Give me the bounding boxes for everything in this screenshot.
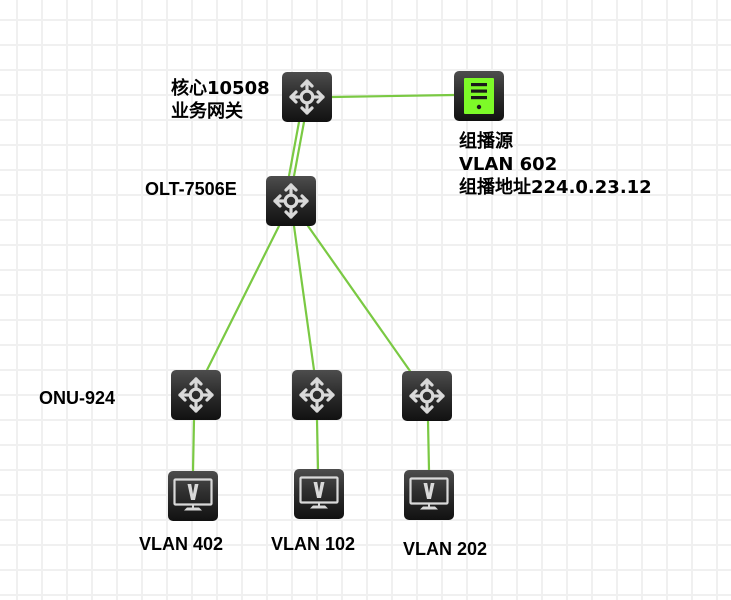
link-onu2-to-vm2[interactable] <box>315 418 320 471</box>
core-switch-node[interactable] <box>282 72 332 122</box>
core-switch-label: 核心10508 业务网关 <box>171 77 270 123</box>
multicast-source-label-name: 组播源 <box>459 131 513 152</box>
link-core-to-multicast-source[interactable] <box>330 93 456 99</box>
four-way-arrows-switch-icon <box>299 377 335 413</box>
vm3-label-line-1: VLAN 202 <box>403 539 488 559</box>
four-way-arrows-switch-icon <box>178 377 214 413</box>
multicast-source-label-address: 组播地址224.0.23.12 <box>459 177 652 198</box>
vm2-label-line-1: VLAN 102 <box>271 534 356 554</box>
link-olt-to-onu2[interactable] <box>292 224 316 372</box>
four-way-arrows-switch-icon <box>273 183 309 219</box>
link-olt-to-onu1[interactable] <box>205 224 281 372</box>
multicast-source-label: 组播源 VLAN 602 组播地址224.0.23.12 <box>459 130 652 199</box>
onu1-label-line-1: ONU-924 <box>39 388 116 408</box>
multicast-source-label-vlan: VLAN 602 <box>459 154 558 175</box>
olt-switch-node[interactable] <box>266 176 316 226</box>
monitor-v-icon <box>409 477 449 510</box>
onu1-switch-node[interactable] <box>171 370 221 420</box>
vm1-node[interactable] <box>168 471 218 521</box>
olt-label-line-1: OLT-7506E <box>145 179 237 199</box>
link-core-to-olt-a[interactable] <box>292 120 306 178</box>
core-switch-label-line-2: 业务网关 <box>171 101 243 122</box>
monitor-v-icon <box>299 476 339 509</box>
link-core-to-olt-b[interactable] <box>287 120 301 178</box>
vm1-label: VLAN 402 <box>139 533 223 556</box>
olt-label: OLT-7506E <box>145 178 237 201</box>
onu3-switch-node[interactable] <box>402 371 452 421</box>
vm1-label-line-1: VLAN 402 <box>139 534 224 554</box>
vm3-label: VLAN 202 <box>403 538 487 561</box>
multicast-source-server-node[interactable] <box>454 71 504 121</box>
link-olt-to-onu3[interactable] <box>306 224 412 373</box>
link-onu1-to-vm1[interactable] <box>191 418 196 473</box>
core-switch-label-line-1: 核心10508 <box>171 78 270 99</box>
four-way-arrows-switch-icon <box>409 378 445 414</box>
monitor-v-icon <box>173 478 213 511</box>
vm2-label: VLAN 102 <box>271 533 355 556</box>
vm3-node[interactable] <box>404 470 454 520</box>
link-onu3-to-vm3[interactable] <box>426 419 431 472</box>
vm2-node[interactable] <box>294 469 344 519</box>
onu2-switch-node[interactable] <box>292 370 342 420</box>
four-way-arrows-switch-icon <box>289 79 325 115</box>
onu1-label: ONU-924 <box>39 387 115 410</box>
server-tower-icon <box>464 78 494 114</box>
